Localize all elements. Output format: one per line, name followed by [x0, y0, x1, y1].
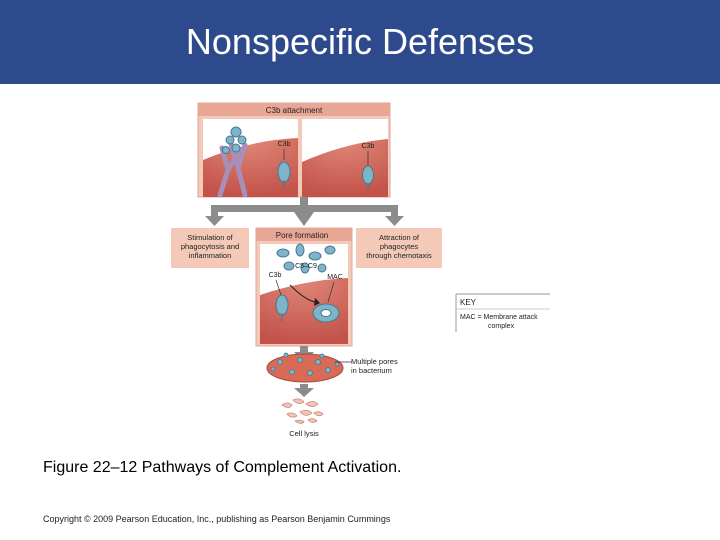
lysed-fragments-icon — [281, 398, 324, 424]
cell-lysis-label: Cell lysis — [289, 429, 319, 438]
left-box-line3: inflammation — [189, 251, 232, 260]
arrow-center-icon — [294, 212, 314, 226]
key-box: KEY MAC = Membrane attack complex — [455, 293, 550, 332]
mac-leader — [327, 281, 335, 303]
key-line2: complex — [488, 323, 515, 330]
left-box-bg — [171, 228, 249, 268]
right-box-bg — [356, 228, 442, 268]
c3b-protein-left-icon — [277, 161, 291, 189]
pore-formation-panel: Pore formation C5–C9 C3b MAC — [255, 227, 353, 347]
bacterium-label-line1: Multiple pores — [351, 357, 398, 366]
arrow-right-icon — [385, 216, 404, 226]
right-box-line1: Attraction of — [379, 233, 420, 242]
arrow-to-lysis — [294, 384, 314, 397]
left-box-line1: Stimulation of — [187, 233, 233, 242]
right-box-line3: through chemotaxis — [366, 251, 432, 260]
c3b-cluster-icon — [222, 126, 247, 154]
mac-complex-icon — [312, 303, 340, 323]
arrow-left-icon — [205, 216, 224, 226]
c3b-label-left: C3b — [278, 141, 291, 148]
c3b-membrane-icon — [275, 294, 289, 322]
top-panel-header-bg — [198, 103, 390, 116]
center-panel-header: Pore formation — [276, 231, 328, 240]
key-title: KEY — [460, 298, 477, 307]
c3b-label-center: C3b — [269, 272, 282, 279]
c3b-protein-right-icon — [362, 165, 374, 190]
bacterium-body — [266, 353, 344, 383]
chemotaxis-box: Attraction of phagocytes through chemota… — [356, 228, 442, 268]
c3b-label-right: C3b — [362, 143, 375, 150]
left-box-line2: phagocytosis and — [181, 242, 239, 251]
bacterium: Multiple pores in bacterium — [266, 352, 398, 383]
title-bar: Nonspecific Defenses — [0, 0, 720, 84]
c5-c9-proteins-icon — [276, 243, 336, 274]
pores-icon — [270, 352, 340, 376]
arrow-down-lysis-icon — [294, 388, 314, 397]
complement-pathway-figure: C3b attachment C3b C3 — [171, 102, 550, 438]
cell-lysis: Cell lysis — [281, 398, 324, 438]
key-line1: MAC = Membrane attack — [460, 314, 538, 321]
center-panel-header-bg — [256, 228, 352, 241]
figure-caption: Figure 22–12 Pathways of Complement Acti… — [43, 459, 402, 476]
c5-c9-label: C5–C9 — [295, 263, 317, 270]
antibody-icon — [217, 137, 248, 198]
slide-title: Nonspecific Defenses — [185, 21, 535, 62]
right-box-line2: phagocytes — [380, 242, 419, 251]
branch-arrows — [205, 197, 404, 226]
top-panel: C3b attachment C3b C3 — [197, 102, 391, 198]
copyright-notice: Copyright © 2009 Pearson Education, Inc.… — [43, 514, 391, 524]
curved-arrowhead-icon — [314, 298, 320, 306]
curved-arrow-icon — [289, 284, 316, 303]
phagocytosis-box: Stimulation of phagocytosis and inflamma… — [171, 228, 249, 268]
mac-label: MAC — [327, 274, 343, 281]
bacterium-label-line2: in bacterium — [351, 366, 392, 375]
c3b-leader-center — [275, 279, 282, 296]
top-panel-header: C3b attachment — [266, 106, 323, 115]
